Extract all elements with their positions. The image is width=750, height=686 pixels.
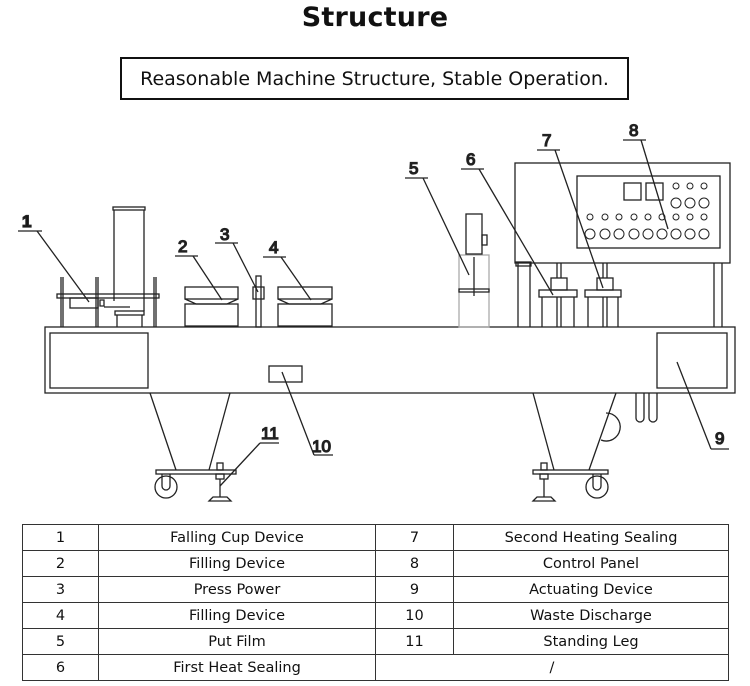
callout-8: 8 — [623, 120, 669, 230]
svg-text:11: 11 — [261, 424, 279, 443]
table-row: 6 First Heat Sealing / — [22, 654, 729, 681]
part-name: Press Power — [98, 576, 376, 603]
callout-2: 2 — [175, 236, 223, 301]
svg-text:5: 5 — [409, 159, 418, 178]
second-heat-sealing — [584, 263, 622, 327]
actuating-device-box — [656, 332, 728, 389]
part-name: Second Heating Sealing — [453, 524, 729, 551]
callout-3: 3 — [215, 224, 259, 293]
svg-text:8: 8 — [629, 121, 638, 140]
part-number: 6 — [22, 654, 99, 681]
table-row: 4 Filling Device 10 Waste Discharge — [22, 602, 729, 629]
filling-device-1 — [184, 286, 239, 327]
svg-text:3: 3 — [220, 225, 229, 244]
part-number: 7 — [375, 524, 454, 551]
table-row: 1 Falling Cup Device 7 Second Heating Se… — [22, 524, 729, 551]
callout-11: 11 — [219, 423, 279, 487]
svg-text:4: 4 — [269, 238, 278, 257]
part-number: 3 — [22, 576, 99, 603]
press-power — [252, 275, 265, 328]
part-name: First Heat Sealing — [98, 654, 376, 681]
subtitle-text: Reasonable Machine Structure, Stable Ope… — [140, 67, 609, 90]
callout-9: 9 — [676, 361, 729, 450]
callout-6: 6 — [461, 149, 554, 296]
part-name: Filling Device — [98, 550, 376, 577]
svg-text:6: 6 — [466, 150, 475, 169]
table-row: 5 Put Film 11 Standing Leg — [22, 628, 729, 655]
part-name: Waste Discharge — [453, 602, 729, 629]
part-number: 4 — [22, 602, 99, 629]
machine-diagram: 1 2 3 4 5 6 7 8 9 10 — [18, 120, 736, 502]
svg-text:1: 1 — [22, 212, 31, 231]
svg-text:10: 10 — [312, 437, 331, 456]
callout-4: 4 — [263, 237, 312, 301]
part-name: Actuating Device — [453, 576, 729, 603]
svg-text:7: 7 — [542, 131, 551, 150]
part-number: 5 — [22, 628, 99, 655]
page-title: Structure — [301, 2, 449, 33]
left-leg-assembly — [149, 392, 237, 502]
part-number: 10 — [375, 602, 454, 629]
part-number: 9 — [375, 576, 454, 603]
parts-table: 1 Falling Cup Device 7 Second Heating Se… — [22, 524, 729, 681]
right-leg-assembly — [531, 392, 658, 502]
svg-text:9: 9 — [715, 429, 724, 448]
part-number: 8 — [375, 550, 454, 577]
empty-cell: / — [375, 654, 729, 681]
callout-10: 10 — [281, 371, 333, 457]
part-name: Filling Device — [98, 602, 376, 629]
part-name: Standing Leg — [453, 628, 729, 655]
first-heat-sealing — [538, 263, 578, 327]
part-name: Control Panel — [453, 550, 729, 577]
svg-text:2: 2 — [178, 237, 187, 256]
part-name: Put Film — [98, 628, 376, 655]
table-row: 2 Filling Device 8 Control Panel — [22, 550, 729, 577]
part-number: 2 — [22, 550, 99, 577]
machine-frame — [44, 326, 736, 394]
table-row: 3 Press Power 9 Actuating Device — [22, 576, 729, 603]
control-cabinet — [514, 162, 731, 327]
callout-5: 5 — [405, 158, 470, 276]
part-number: 11 — [375, 628, 454, 655]
filling-device-2 — [277, 286, 333, 327]
callout-7: 7 — [537, 130, 604, 289]
put-film-device — [458, 213, 490, 328]
subtitle-box: Reasonable Machine Structure, Stable Ope… — [120, 57, 629, 100]
left-cabinet-door — [49, 332, 149, 389]
callout-1: 1 — [18, 211, 90, 303]
part-name: Falling Cup Device — [98, 524, 376, 551]
part-number: 1 — [22, 524, 99, 551]
control-panel — [576, 175, 721, 249]
falling-cup-device — [56, 206, 160, 327]
